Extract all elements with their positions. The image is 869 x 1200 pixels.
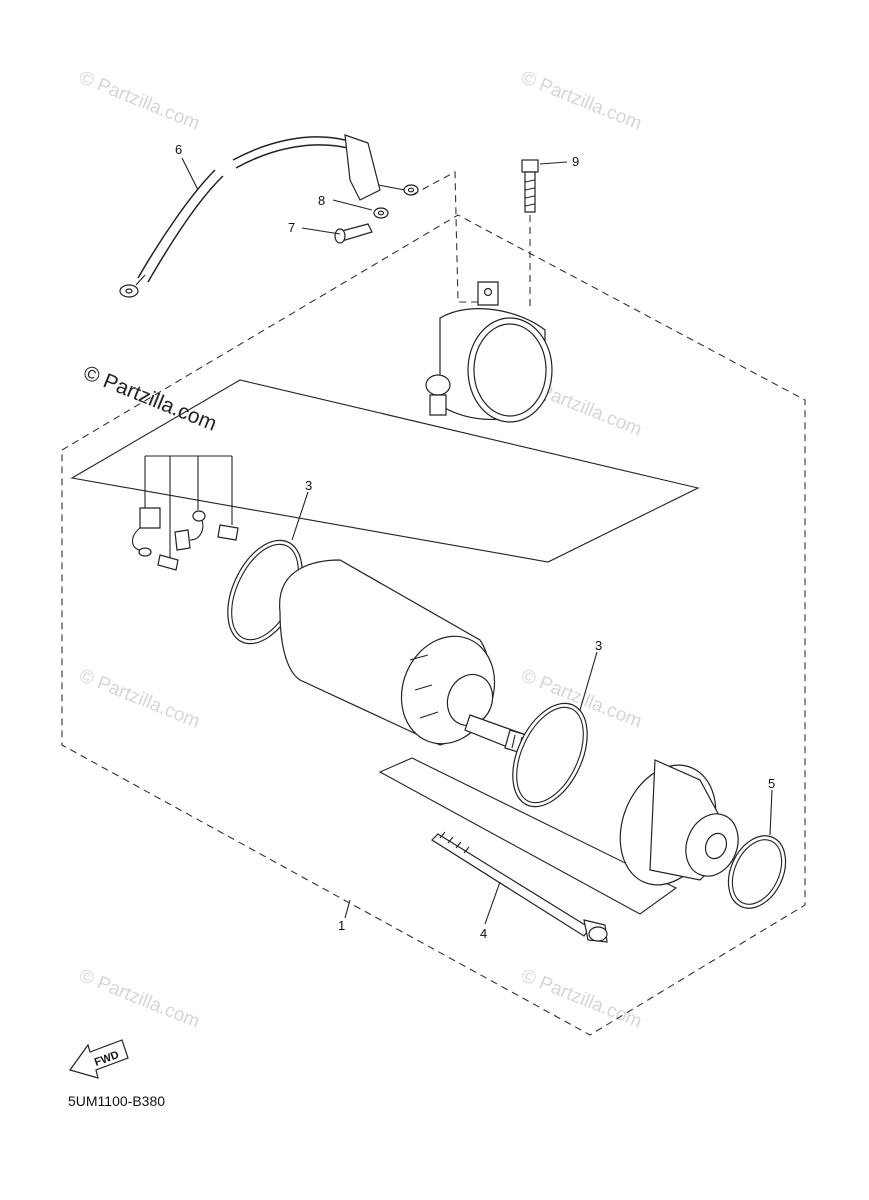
watermark-text: © Partzilla.com bbox=[76, 67, 203, 134]
callout-part-6: 6 bbox=[175, 142, 182, 157]
through-bolt bbox=[431, 831, 608, 943]
brush-group-outline bbox=[70, 379, 700, 563]
bolt-part-9 bbox=[521, 159, 539, 213]
watermark-group: © Partzilla.com © Partzilla.com © Partzi… bbox=[76, 67, 645, 1032]
rear-cover bbox=[619, 759, 739, 886]
lead-wire bbox=[119, 134, 419, 298]
diagram-code: 5UM1100-B380 bbox=[68, 1093, 165, 1109]
callout-part-7: 7 bbox=[288, 220, 295, 235]
watermark-text: © Partzilla.com bbox=[518, 965, 645, 1032]
o-ring-small bbox=[727, 835, 787, 909]
fwd-arrow-icon: FWD bbox=[69, 1039, 129, 1079]
callout-part-1: 1 bbox=[338, 918, 345, 933]
callout-part-5: 5 bbox=[768, 776, 775, 791]
callout-part-3-left: 3 bbox=[305, 478, 312, 493]
watermark-text: © Partzilla.com bbox=[518, 67, 645, 134]
o-ring-right bbox=[512, 702, 588, 808]
watermark-text: © Partzilla.com bbox=[76, 965, 203, 1032]
callout-part-4: 4 bbox=[480, 926, 487, 941]
watermark-text-prominent: © Partzilla.com bbox=[80, 361, 220, 435]
leader-dashed-terminal bbox=[411, 171, 478, 303]
watermark-text: © Partzilla.com bbox=[76, 665, 203, 732]
bolt-group-outline bbox=[378, 757, 678, 915]
assembly-boundary-dashed bbox=[61, 214, 806, 1036]
screw-and-washer bbox=[334, 207, 389, 244]
callout-leaders bbox=[181, 157, 773, 925]
callout-part-9: 9 bbox=[572, 154, 579, 169]
callout-part-3-right: 3 bbox=[595, 638, 602, 653]
front-cover bbox=[425, 281, 553, 423]
callout-part-8: 8 bbox=[318, 193, 325, 208]
brush-holder-parts bbox=[131, 455, 239, 571]
